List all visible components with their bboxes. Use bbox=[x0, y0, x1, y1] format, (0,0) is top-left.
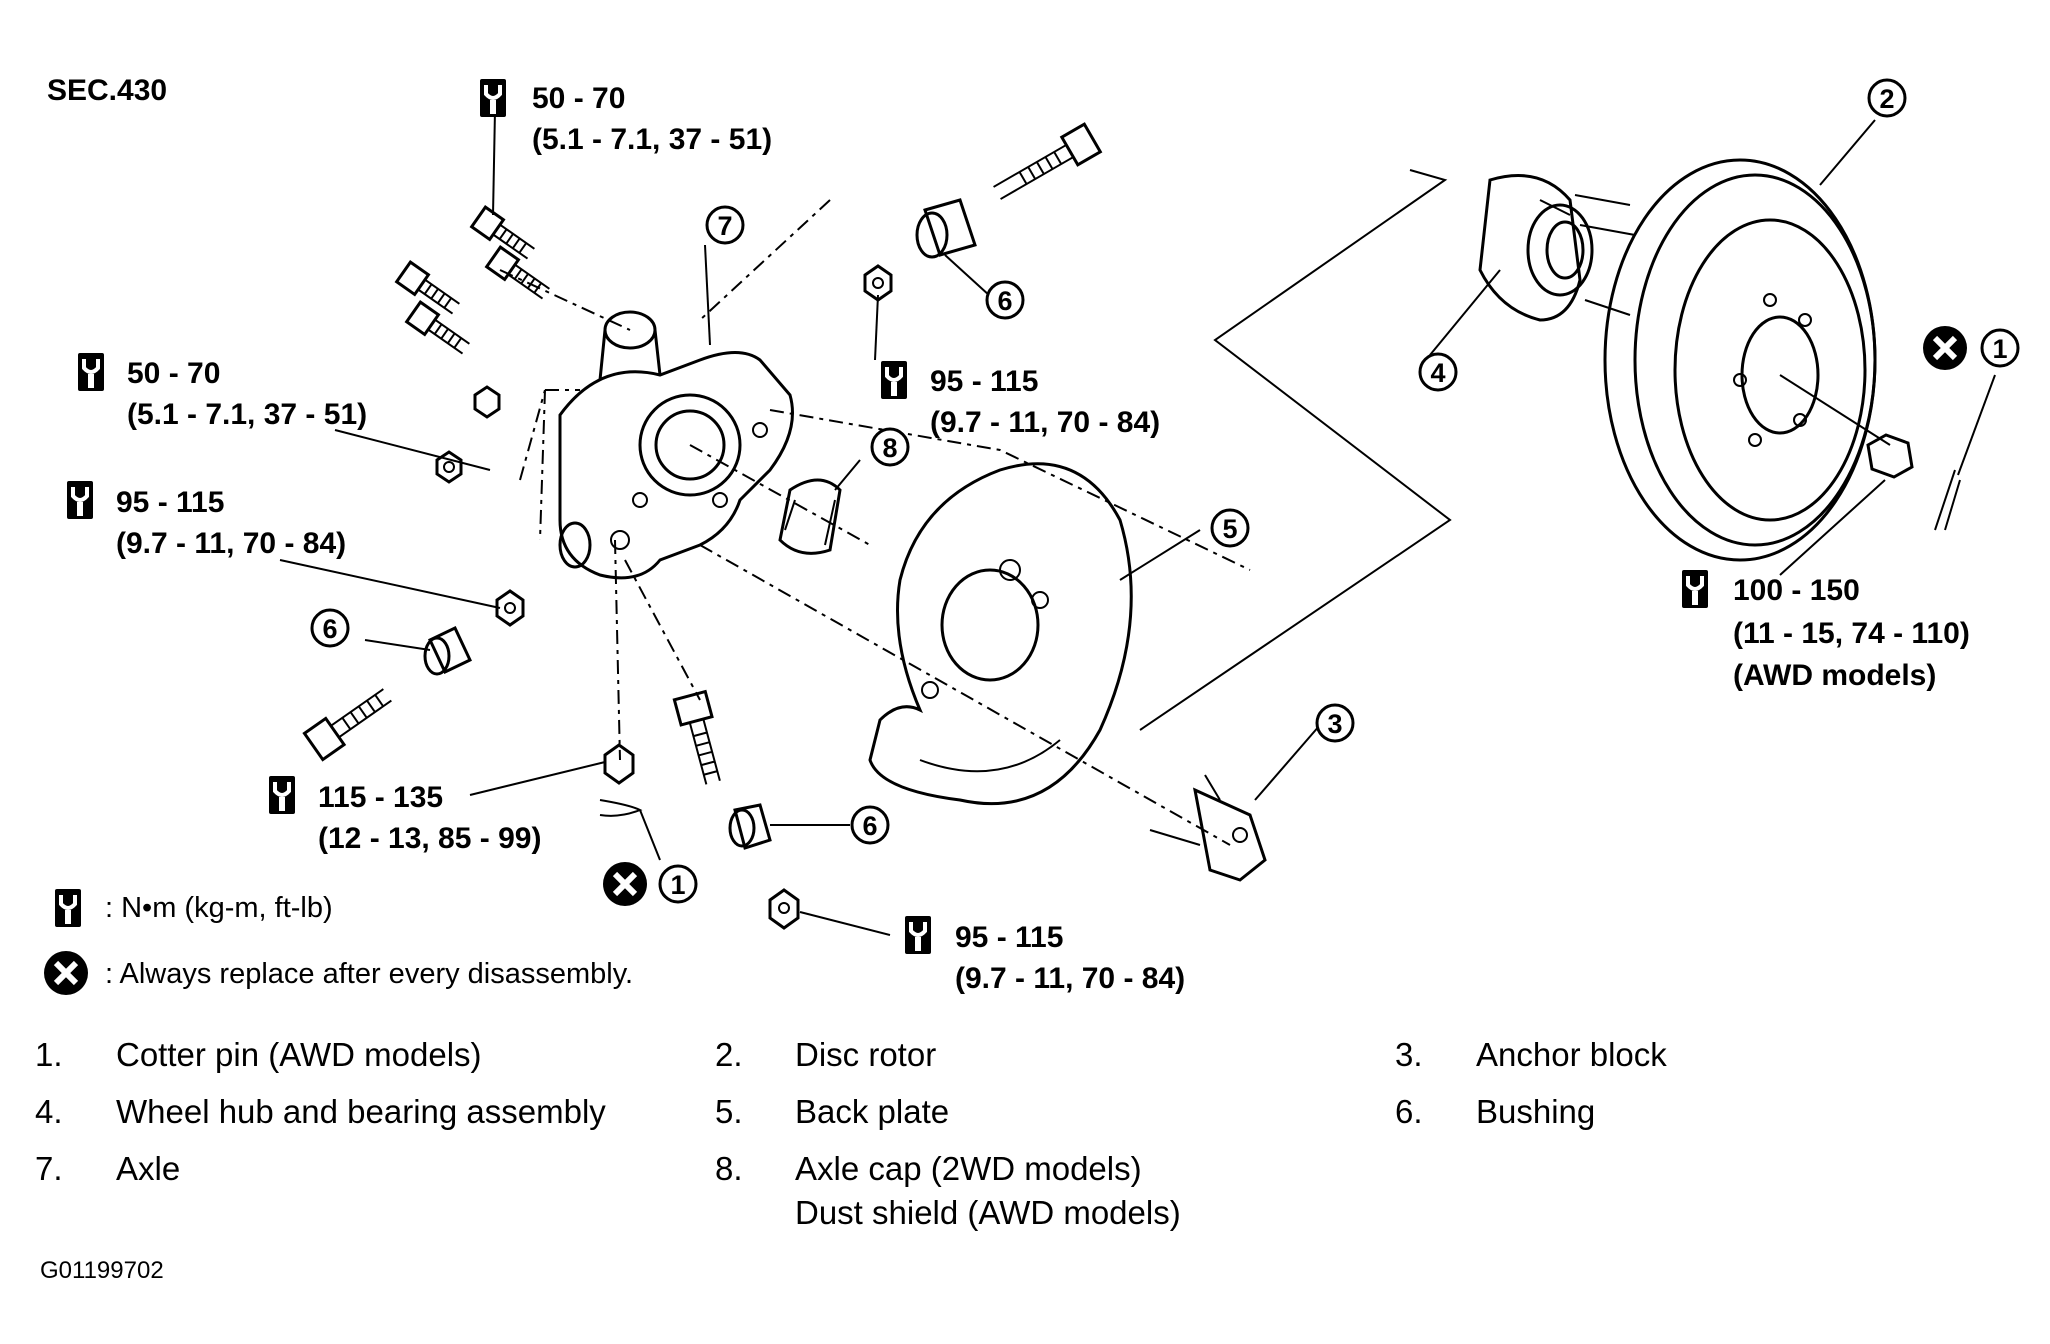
callout-3: 3 bbox=[1315, 703, 1355, 743]
legend-num-4: 4. bbox=[35, 1093, 63, 1130]
legend-num-5: 5. bbox=[715, 1093, 743, 1130]
back-plate-part bbox=[868, 462, 1133, 806]
wrench-icon bbox=[76, 351, 106, 393]
legend-label-2: Disc rotor bbox=[795, 1036, 936, 1073]
svg-text:(5.1 - 7.1, 37 - 51): (5.1 - 7.1, 37 - 51) bbox=[127, 398, 367, 431]
legend-label-6: Bushing bbox=[1476, 1093, 1595, 1130]
svg-text:100 - 150: 100 - 150 bbox=[1733, 574, 1860, 607]
torque-label-top: 50 - 70 (5.1 - 7.1, 37 - 51) bbox=[478, 77, 772, 156]
legend-num-6: 6. bbox=[1395, 1093, 1423, 1130]
svg-text:: Always replace after every d: : Always replace after every disassembly… bbox=[105, 958, 633, 990]
torque-label-center: 95 - 115 (9.7 - 11, 70 - 84) bbox=[879, 359, 1160, 439]
svg-text:8: 8 bbox=[882, 433, 897, 463]
anchor-block-part bbox=[1149, 774, 1267, 882]
legend-num-8: 8. bbox=[715, 1150, 743, 1187]
dust-shield-part bbox=[778, 478, 842, 555]
disc-rotor-part bbox=[1603, 158, 1961, 562]
svg-text:6: 6 bbox=[322, 614, 337, 644]
torque-label-mid-left: 95 - 115 (9.7 - 11, 70 - 84) bbox=[65, 479, 346, 560]
replace-icon-right bbox=[1923, 326, 1967, 370]
svg-text:5: 5 bbox=[1222, 514, 1237, 544]
wrench-icon bbox=[478, 77, 508, 119]
svg-text:1: 1 bbox=[1992, 334, 2007, 364]
svg-text:(12 - 13, 85 - 99): (12 - 13, 85 - 99) bbox=[318, 822, 541, 855]
legend-num-7: 7. bbox=[35, 1150, 63, 1187]
svg-text:95 - 115: 95 - 115 bbox=[116, 486, 224, 519]
svg-text:95 - 115: 95 - 115 bbox=[955, 921, 1063, 954]
svg-text:2: 2 bbox=[1879, 84, 1894, 114]
svg-text:6: 6 bbox=[997, 286, 1012, 316]
svg-text:115 - 135: 115 - 135 bbox=[318, 781, 443, 814]
svg-text:95 - 115: 95 - 115 bbox=[930, 365, 1038, 398]
callout-6-lower: 6 bbox=[850, 805, 890, 845]
svg-text:1: 1 bbox=[670, 870, 685, 900]
torque-label-upper-left: 50 - 70 (5.1 - 7.1, 37 - 51) bbox=[76, 351, 367, 431]
torque-label-lower-left: 115 - 135 (12 - 13, 85 - 99) bbox=[267, 774, 541, 855]
bolts-upper-right bbox=[863, 122, 1103, 302]
callout-1-right: 1 bbox=[1980, 328, 2020, 368]
svg-text:50 - 70: 50 - 70 bbox=[127, 357, 220, 390]
legend-label-3: Anchor block bbox=[1476, 1036, 1667, 1073]
svg-text:6: 6 bbox=[862, 811, 877, 841]
symbol-legend-torque: : N•m (kg-m, ft-lb) bbox=[53, 887, 333, 929]
svg-text:(11 - 15, 74 - 110): (11 - 15, 74 - 110) bbox=[1733, 617, 1970, 650]
figure-code: G01199702 bbox=[40, 1257, 164, 1284]
callout-6-left: 6 bbox=[310, 608, 350, 648]
wrench-icon bbox=[267, 774, 297, 816]
wrench-icon bbox=[1680, 568, 1710, 610]
bolts-left-group bbox=[302, 205, 800, 930]
replace-icon bbox=[44, 951, 88, 995]
leader-lines bbox=[279, 109, 1996, 936]
legend-num-1: 1. bbox=[35, 1036, 63, 1073]
symbol-legend-replace: : Always replace after every disassembly… bbox=[44, 951, 633, 995]
svg-text:7: 7 bbox=[717, 211, 732, 241]
wrench-icon bbox=[879, 359, 909, 401]
wrench-icon bbox=[65, 479, 95, 521]
callout-2: 2 bbox=[1867, 78, 1907, 118]
torque-label-bottom: 95 - 115 (9.7 - 11, 70 - 84) bbox=[903, 914, 1185, 995]
wrench-icon bbox=[903, 914, 933, 956]
svg-text:3: 3 bbox=[1327, 709, 1342, 739]
legend-num-2: 2. bbox=[715, 1036, 743, 1073]
wrench-icon bbox=[53, 887, 83, 929]
svg-text:(AWD models): (AWD models) bbox=[1733, 659, 1936, 692]
wheel-hub-part bbox=[1139, 169, 1636, 731]
replace-icon-left bbox=[603, 862, 647, 906]
callout-1-left: 1 bbox=[658, 864, 698, 904]
parts-legend: 1. Cotter pin (AWD models) 2. Disc rotor… bbox=[35, 1036, 1667, 1231]
callout-8: 8 bbox=[870, 427, 910, 467]
svg-text:4: 4 bbox=[1430, 358, 1445, 388]
legend-label-8b: Dust shield (AWD models) bbox=[795, 1194, 1181, 1231]
legend-label-7: Axle bbox=[116, 1150, 180, 1187]
legend-label-1: Cotter pin (AWD models) bbox=[116, 1036, 482, 1073]
legend-label-8: Axle cap (2WD models) bbox=[795, 1150, 1142, 1187]
torque-label-right: 100 - 150 (11 - 15, 74 - 110) (AWD model… bbox=[1680, 568, 1970, 692]
callout-5: 5 bbox=[1210, 508, 1250, 548]
legend-num-3: 3. bbox=[1395, 1036, 1423, 1073]
svg-text:: N•m (kg-m, ft-lb): : N•m (kg-m, ft-lb) bbox=[105, 892, 333, 924]
section-label: SEC.430 bbox=[47, 74, 167, 107]
svg-text:(9.7 - 11, 70 - 84): (9.7 - 11, 70 - 84) bbox=[955, 962, 1185, 995]
callout-4: 4 bbox=[1418, 352, 1458, 392]
callout-6-upper: 6 bbox=[985, 280, 1025, 320]
svg-text:(5.1 - 7.1, 37 - 51): (5.1 - 7.1, 37 - 51) bbox=[532, 123, 772, 156]
svg-text:(9.7 - 11, 70 - 84): (9.7 - 11, 70 - 84) bbox=[930, 406, 1160, 439]
callout-7: 7 bbox=[705, 205, 745, 245]
legend-label-4: Wheel hub and bearing assembly bbox=[116, 1093, 606, 1130]
axle-knuckle-drawing bbox=[499, 199, 1251, 846]
legend-label-5: Back plate bbox=[795, 1093, 949, 1130]
svg-text:(9.7 - 11, 70 - 84): (9.7 - 11, 70 - 84) bbox=[116, 527, 346, 560]
svg-text:50 - 70: 50 - 70 bbox=[532, 82, 625, 115]
